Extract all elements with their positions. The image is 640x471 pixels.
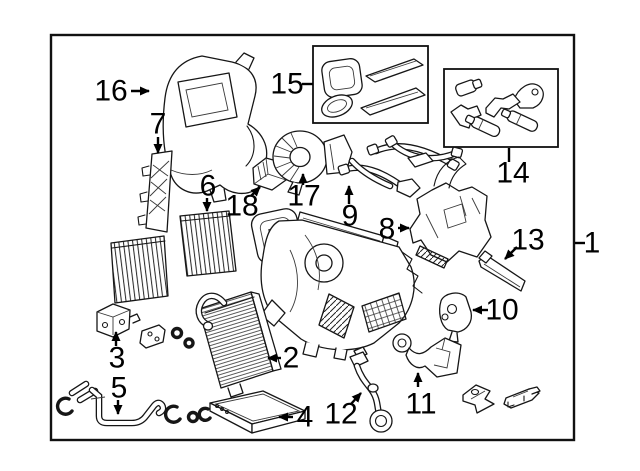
part-evaporator-core: [139, 291, 282, 398]
filter-media: [179, 210, 237, 277]
o-ring: [170, 326, 184, 340]
c-clip: [55, 396, 74, 416]
part-trim-bar: [478, 250, 526, 292]
callout-6-label: 6: [200, 170, 217, 203]
part-expansion-valve: [96, 303, 141, 338]
callout-8: 8: [379, 213, 410, 246]
o-ring: [186, 410, 200, 424]
callout-11: 11: [405, 372, 437, 421]
callout-3: 3: [109, 331, 126, 375]
callout-12-label: 12: [324, 398, 357, 431]
callout-4: 4: [278, 401, 314, 434]
seal-kit-box: [312, 45, 429, 124]
part-air-inlet-housing: [162, 52, 268, 203]
callout-5: 5: [111, 372, 128, 415]
part-cabin-air-filter: [179, 210, 237, 277]
callout-2: 2: [267, 342, 300, 375]
part-actuator-motor: [439, 292, 473, 343]
callout-6: 6: [200, 170, 217, 212]
callout-10-label: 10: [485, 294, 518, 327]
callout-3-label: 3: [109, 342, 126, 375]
inlet-window: [177, 72, 238, 128]
callout-8-label: 8: [379, 213, 396, 246]
callout-2-label: 2: [283, 342, 300, 375]
evaporator-fins: [198, 291, 274, 389]
hardware-kit-box: [443, 68, 559, 148]
callout-12-arrow: [350, 392, 362, 405]
callout-7-label: 7: [150, 108, 167, 141]
callout-18-label: 18: [225, 190, 258, 223]
part-retainer-clip: [462, 384, 495, 414]
callout-16: 16: [94, 75, 150, 108]
callout-15-label: 15: [270, 68, 303, 101]
part-drain-hose: [349, 346, 393, 433]
seal-strip: [365, 58, 424, 83]
c-clip: [197, 406, 212, 423]
filter-media: [110, 235, 169, 304]
callout-14: 14: [496, 148, 530, 190]
callout-10: 10: [472, 294, 519, 327]
callout-7: 7: [150, 108, 167, 154]
part-side-bracket: [137, 150, 173, 233]
part-blower-motor: [272, 130, 353, 196]
part-mounting-bracket: [392, 333, 462, 378]
seal-strip: [360, 87, 426, 116]
callout-1: 1: [575, 227, 600, 260]
callout-11-label: 11: [405, 388, 436, 421]
c-clip: [163, 404, 182, 424]
pipe-bracket: [139, 324, 166, 349]
callout-9: 9: [342, 185, 359, 233]
hose-bell-end: [369, 409, 393, 433]
callout-17-label: 17: [287, 180, 320, 213]
callout-15: 15: [270, 68, 313, 101]
part-ac-pipe-assembly: [55, 380, 212, 427]
callout-12: 12: [324, 392, 362, 431]
callout-18: 18: [225, 186, 261, 223]
callout-4-label: 4: [297, 401, 314, 434]
callout-14-label: 14: [496, 157, 529, 190]
callout-18-arrow: [250, 186, 261, 197]
callout-13-arrow: [504, 246, 518, 260]
callout-17: 17: [287, 173, 321, 213]
callout-5-label: 5: [111, 372, 128, 405]
diagram-border: [49, 33, 576, 442]
callout-9-label: 9: [342, 200, 359, 233]
part-main-housing: [250, 208, 423, 361]
part-channel-bracket: [503, 386, 541, 409]
callout-16-label: 16: [94, 75, 127, 108]
callout-13: 13: [504, 224, 545, 260]
part-cabin-air-filter-left: [110, 235, 169, 304]
inset-box-14: [443, 68, 559, 148]
part-heater-core: [209, 390, 306, 434]
callout-13-label: 13: [511, 224, 544, 257]
gasket-large: [321, 58, 363, 98]
callout-1-label: 1: [584, 227, 601, 260]
part-linkage-rods: [337, 135, 464, 198]
o-ring: [183, 337, 195, 349]
part-duct-housing: [409, 156, 492, 269]
